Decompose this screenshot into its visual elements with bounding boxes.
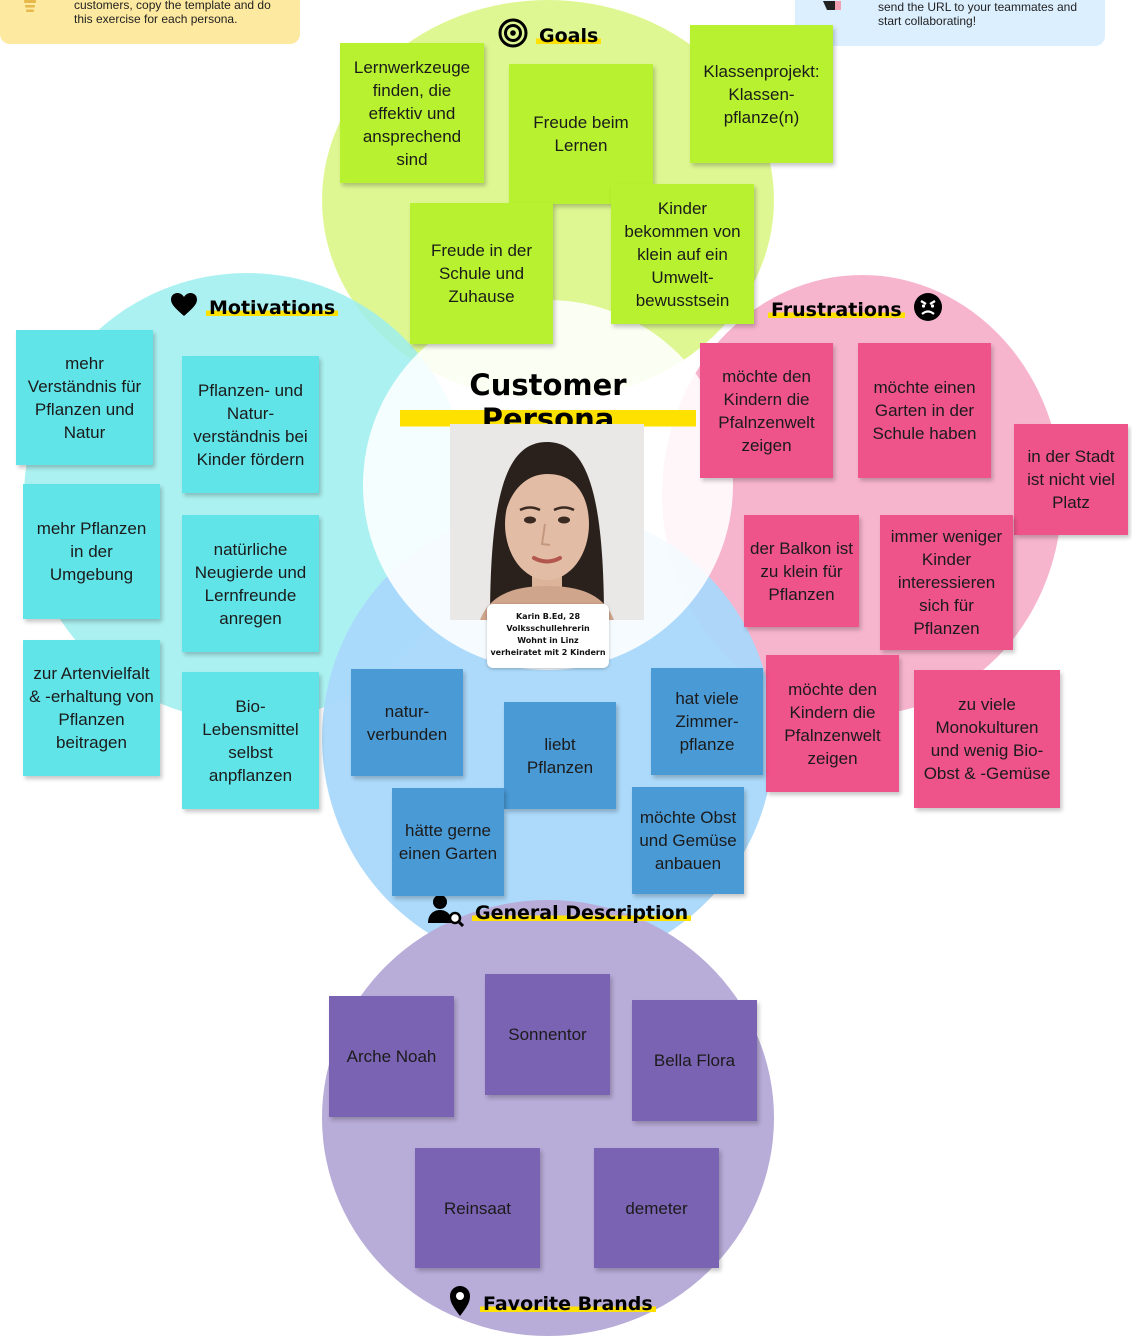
motivation-note[interactable]: Pflanzen- und Natur-verständnis bei Kind… bbox=[182, 356, 319, 493]
motivation-note[interactable]: mehr Pflanzen in der Umgebung bbox=[23, 484, 160, 619]
frustration-note[interactable]: der Balkon ist zu klein für Pflanzen bbox=[744, 515, 859, 627]
goal-note[interactable]: Klassenprojekt: Klassen-pflanze(n) bbox=[690, 25, 833, 163]
persona-location: Wohnt in Linz bbox=[517, 636, 579, 645]
persona-family: verheiratet mit 2 Kindern bbox=[490, 648, 606, 657]
angry-face-icon bbox=[913, 292, 943, 327]
goal-note[interactable]: Freude beim Lernen bbox=[509, 64, 653, 204]
frustration-note[interactable]: möchte einen Garten in der Schule haben bbox=[858, 343, 991, 478]
description-note[interactable]: hätte gerne einen Garten bbox=[392, 788, 504, 896]
description-note[interactable]: natur-verbunden bbox=[351, 669, 463, 776]
description-header: General Description bbox=[428, 893, 692, 932]
person-search-icon bbox=[428, 893, 465, 932]
goal-note[interactable]: Kinder bekommen von klein auf ein Umwelt… bbox=[611, 184, 754, 324]
tip-right-text: send the URL to your teammates and start… bbox=[878, 0, 1077, 28]
motivation-note[interactable]: zur Artenvielfalt & -erhaltung von Pflan… bbox=[23, 640, 160, 776]
frustration-note[interactable]: möchte den Kindern die Pfalnzenwelt zeig… bbox=[700, 343, 833, 478]
persona-info: Karin B.Ed, 28 Volksschullehrerin Wohnt … bbox=[487, 604, 609, 668]
goal-note[interactable]: Freude in der Schule und Zuhause bbox=[410, 203, 553, 344]
target-icon bbox=[498, 18, 528, 53]
goals-header: Goals bbox=[498, 18, 602, 53]
description-title: General Description bbox=[472, 901, 692, 924]
share-icon bbox=[815, 0, 849, 12]
avatar bbox=[450, 424, 644, 620]
frustration-note[interactable]: möchte den Kindern die Pfalnzenwelt zeig… bbox=[766, 655, 899, 792]
tip-left-text: customers, copy the template and do this… bbox=[74, 0, 271, 26]
brands-header: Favorite Brands bbox=[448, 1285, 656, 1322]
brand-note[interactable]: Sonnentor bbox=[485, 974, 610, 1095]
persona-name: Karin B.Ed, 28 bbox=[515, 612, 581, 621]
description-note[interactable]: hat viele Zimmer-pflanze bbox=[651, 668, 763, 775]
frustration-note[interactable]: immer weniger Kinder interessieren sich … bbox=[880, 515, 1013, 650]
goal-note[interactable]: Lernwerkzeuge finden, die effektiv und a… bbox=[340, 43, 484, 183]
brands-title: Favorite Brands bbox=[480, 1292, 656, 1315]
location-pin-icon bbox=[448, 1285, 472, 1322]
brand-note[interactable]: Bella Flora bbox=[632, 1000, 757, 1121]
motivation-note[interactable]: natürliche Neugierde und Lernfreunde anr… bbox=[182, 515, 319, 652]
description-note[interactable]: möchte Obst und Gemüse anbauen bbox=[632, 787, 744, 894]
frustrations-title: Frustrations bbox=[768, 298, 905, 321]
motivation-note[interactable]: mehr Verständnis für Pflanzen und Natur bbox=[16, 330, 153, 465]
description-note[interactable]: liebt Pflanzen bbox=[504, 702, 616, 809]
motivations-header: Motivations bbox=[170, 292, 339, 323]
motivations-title: Motivations bbox=[206, 296, 339, 319]
heart-icon bbox=[170, 292, 198, 323]
goals-title: Goals bbox=[536, 24, 602, 47]
tip-card-right: send the URL to your teammates and start… bbox=[795, 0, 1105, 46]
brand-note[interactable]: Reinsaat bbox=[415, 1148, 540, 1268]
lightbulb-icon bbox=[18, 0, 42, 18]
frustration-note[interactable]: zu viele Monokulturen und wenig Bio-Obst… bbox=[914, 670, 1060, 808]
persona-photo[interactable] bbox=[450, 424, 644, 620]
frustration-note[interactable]: in der Stadt ist nicht viel Platz bbox=[1014, 424, 1128, 535]
brand-note[interactable]: demeter bbox=[594, 1148, 719, 1268]
persona-job: Volksschullehrerin bbox=[506, 624, 590, 633]
tip-card-left: customers, copy the template and do this… bbox=[0, 0, 300, 44]
motivation-note[interactable]: Bio-Lebensmittel selbst anpflanzen bbox=[182, 672, 319, 809]
brand-note[interactable]: Arche Noah bbox=[329, 996, 454, 1117]
frustrations-header: Frustrations bbox=[768, 292, 943, 327]
